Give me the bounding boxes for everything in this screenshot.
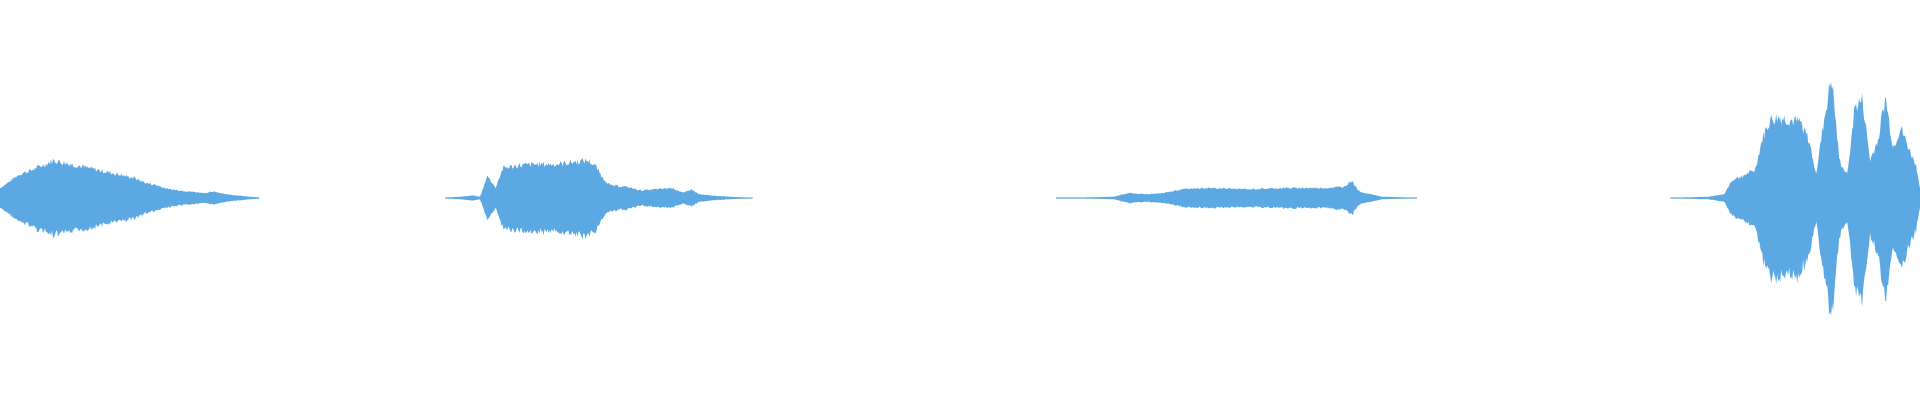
waveform-shape xyxy=(1670,82,1920,315)
waveform-clip-3[interactable] xyxy=(1056,181,1417,216)
waveform-clip-2[interactable] xyxy=(445,158,753,240)
waveform-clip-4[interactable] xyxy=(1670,82,1920,315)
waveform-shape xyxy=(445,158,753,240)
waveform-segments xyxy=(0,82,1920,315)
waveform-clip-1[interactable] xyxy=(0,159,260,238)
